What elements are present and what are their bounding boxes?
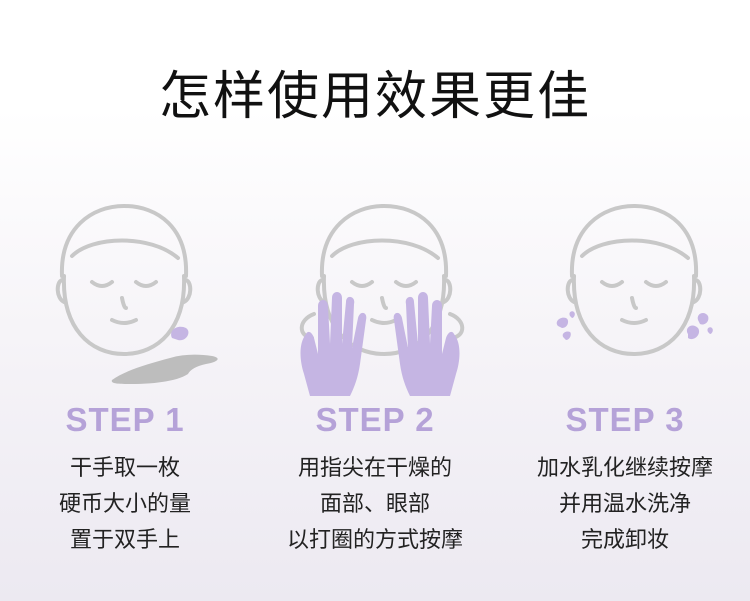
product-drop-icon <box>171 326 189 341</box>
step-label: STEP 2 <box>315 401 435 438</box>
step-1: STEP 1 干手取一枚 硬币大小的量 置于双手上 <box>0 198 250 578</box>
step-label: STEP 1 <box>65 401 185 438</box>
step-description: 用指尖在干燥的 面部、眼部 以打圈的方式按摩 <box>250 451 500 559</box>
face-with-palm-illustration <box>55 203 218 384</box>
face-rinse-illustration <box>556 203 713 357</box>
palm-icon <box>111 354 218 384</box>
right-hand-icon <box>393 292 460 396</box>
step-description-line: 并用温水洗净 <box>558 492 691 517</box>
page-title: 怎样使用效果更佳 <box>158 67 591 127</box>
left-hand-icon <box>300 292 367 396</box>
step-2: STEP 2 用指尖在干燥的 面部、眼部 以打圈的方式按摩 <box>250 198 500 578</box>
step-description: 干手取一枚 硬币大小的量 置于双手上 <box>0 451 250 559</box>
step-description-line: 干手取一枚 <box>69 456 180 481</box>
step-description-line: 硬币大小的量 <box>58 492 191 517</box>
step-description-line: 置于双手上 <box>69 528 180 553</box>
step-label: STEP 3 <box>565 401 685 438</box>
step-description-line: 用指尖在干燥的 <box>297 456 452 481</box>
step-3: STEP 3 加水乳化继续按摩 并用温水洗净 完成卸妆 <box>500 198 750 578</box>
step-description-line: 以打圈的方式按摩 <box>286 528 463 553</box>
step-description-line: 面部、眼部 <box>319 492 430 517</box>
face-massage-illustration <box>299 203 465 396</box>
step-description: 加水乳化继续按摩 并用温水洗净 完成卸妆 <box>500 451 750 559</box>
water-drops-icon <box>556 311 713 340</box>
step-description-line: 完成卸妆 <box>580 528 669 553</box>
step-description-line: 加水乳化继续按摩 <box>536 456 713 481</box>
